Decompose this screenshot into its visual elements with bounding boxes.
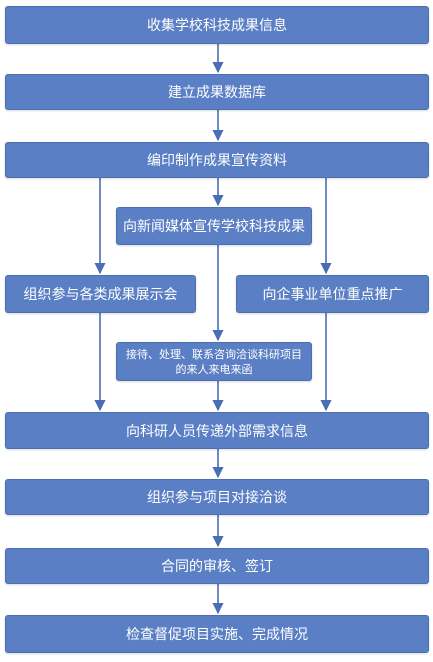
step-handle-inquiries: 接待、处理、联系咨询洽谈科研项目 的来人来电来函 xyxy=(116,342,312,381)
step-exhibitions: 组织参与各类成果展示会 xyxy=(5,275,196,313)
step-project-negotiation-label: 组织参与项目对接洽谈 xyxy=(147,490,287,506)
step-transmit-demand-label: 向科研人员传递外部需求信息 xyxy=(126,423,308,440)
step-collect-info-label: 收集学校科技成果信息 xyxy=(147,18,287,34)
step-handle-inquiries-line2: 的来人来电来函 xyxy=(175,362,253,376)
step-project-negotiation: 组织参与项目对接洽谈 xyxy=(5,479,429,515)
step-print-materials-label: 编印制作成果宣传资料 xyxy=(147,153,287,169)
step-supervise-implementation: 检查督促项目实施、完成情况 xyxy=(5,615,429,653)
step-media-publicity: 向新闻媒体宣传学校科技成果 xyxy=(116,207,312,245)
step-build-database-label: 建立成果数据库 xyxy=(168,85,266,101)
step-build-database: 建立成果数据库 xyxy=(5,74,429,110)
step-exhibitions-label: 组织参与各类成果展示会 xyxy=(23,287,178,303)
step-transmit-demand: 向科研人员传递外部需求信息 xyxy=(5,412,429,449)
step-contract-review: 合同的审核、签订 xyxy=(5,548,429,584)
step-enterprise-promotion-label: 向企事业单位重点推广 xyxy=(262,287,403,303)
step-media-publicity-label: 向新闻媒体宣传学校科技成果 xyxy=(123,219,305,235)
step-supervise-implementation-label: 检查督促项目实施、完成情况 xyxy=(126,627,308,643)
step-handle-inquiries-line1: 接待、处理、联系咨询洽谈科研项目 xyxy=(126,347,302,361)
step-contract-review-label: 合同的审核、签订 xyxy=(161,559,273,575)
step-print-materials: 编印制作成果宣传资料 xyxy=(5,142,429,178)
step-enterprise-promotion: 向企事业单位重点推广 xyxy=(236,275,429,313)
step-collect-info: 收集学校科技成果信息 xyxy=(5,6,429,44)
